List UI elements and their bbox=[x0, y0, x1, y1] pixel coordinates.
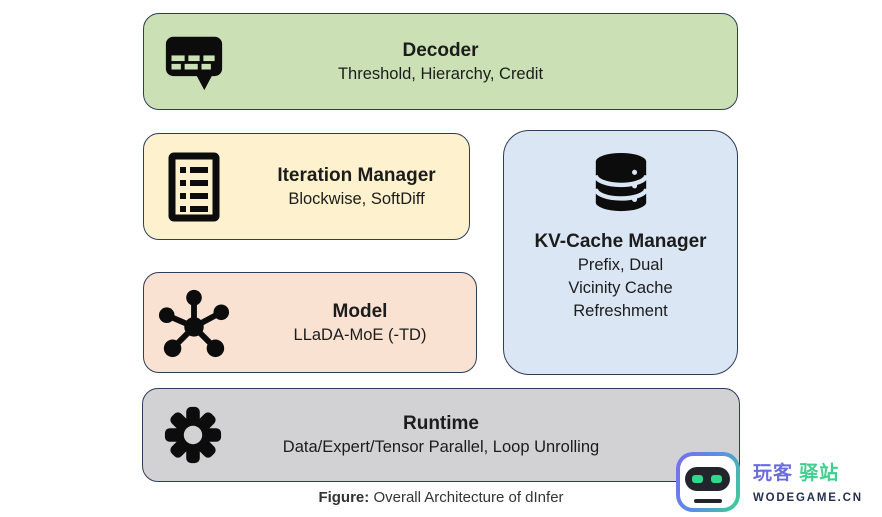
model-subtitle: LLaDA-MoE (-TD) bbox=[293, 325, 427, 344]
decoder-title: Decoder bbox=[402, 39, 479, 61]
runtime-subtitle: Data/Expert/Tensor Parallel, Loop Unroll… bbox=[282, 438, 600, 456]
decoder-card: Decoder Threshold, Hierarchy, Credit bbox=[143, 13, 738, 110]
watermark-text: 玩客 驿站 WODEGAME.CN bbox=[753, 458, 878, 504]
runtime-title: Runtime bbox=[403, 413, 479, 434]
kv-cache-manager-title: KV-Cache Manager bbox=[534, 231, 707, 252]
gear-icon bbox=[143, 404, 243, 466]
figure-caption-label: Figure: bbox=[318, 489, 370, 506]
decoder-subtitle: Threshold, Hierarchy, Credit bbox=[337, 64, 544, 83]
model-title: Model bbox=[332, 300, 388, 322]
kv-cache-subtitle-line-3: Refreshment bbox=[573, 302, 668, 320]
watermark-domain: WODEGAME.CN bbox=[753, 492, 863, 504]
model-card: Model LLaDA-MoE (-TD) bbox=[143, 272, 477, 373]
checklist-icon bbox=[144, 152, 244, 222]
robot-icon bbox=[676, 452, 740, 512]
figure-caption-text: Overall Architecture of dInfer bbox=[369, 489, 564, 506]
iteration-manager-card: Iteration Manager Blockwise, SoftDiff bbox=[143, 133, 470, 240]
robot-eye-left bbox=[692, 475, 703, 483]
watermark-name-part2: 驿站 bbox=[799, 463, 840, 484]
figure-caption: Figure: Overall Architecture of dInfer bbox=[0, 489, 882, 506]
kv-cache-subtitle-line-1: Prefix, Dual bbox=[577, 256, 664, 274]
iteration-manager-title: Iteration Manager bbox=[277, 164, 436, 186]
kv-cache-subtitle-line-2: Vicinity Cache bbox=[568, 279, 673, 297]
robot-mouth bbox=[694, 499, 722, 503]
watermark-name-part1: 玩客 bbox=[753, 463, 794, 484]
database-icon bbox=[590, 151, 652, 213]
runtime-card: Runtime Data/Expert/Tensor Parallel, Loo… bbox=[142, 388, 740, 482]
chat-bubble-icon bbox=[144, 32, 244, 92]
watermark-name: 玩客 驿站 bbox=[753, 458, 878, 485]
robot-head bbox=[685, 467, 730, 491]
iteration-manager-subtitle: Blockwise, SoftDiff bbox=[288, 189, 425, 208]
network-hub-icon bbox=[144, 286, 244, 360]
kv-cache-manager-card: KV-Cache Manager Prefix, Dual Vicinity C… bbox=[503, 130, 738, 375]
robot-eye-right bbox=[711, 475, 722, 483]
